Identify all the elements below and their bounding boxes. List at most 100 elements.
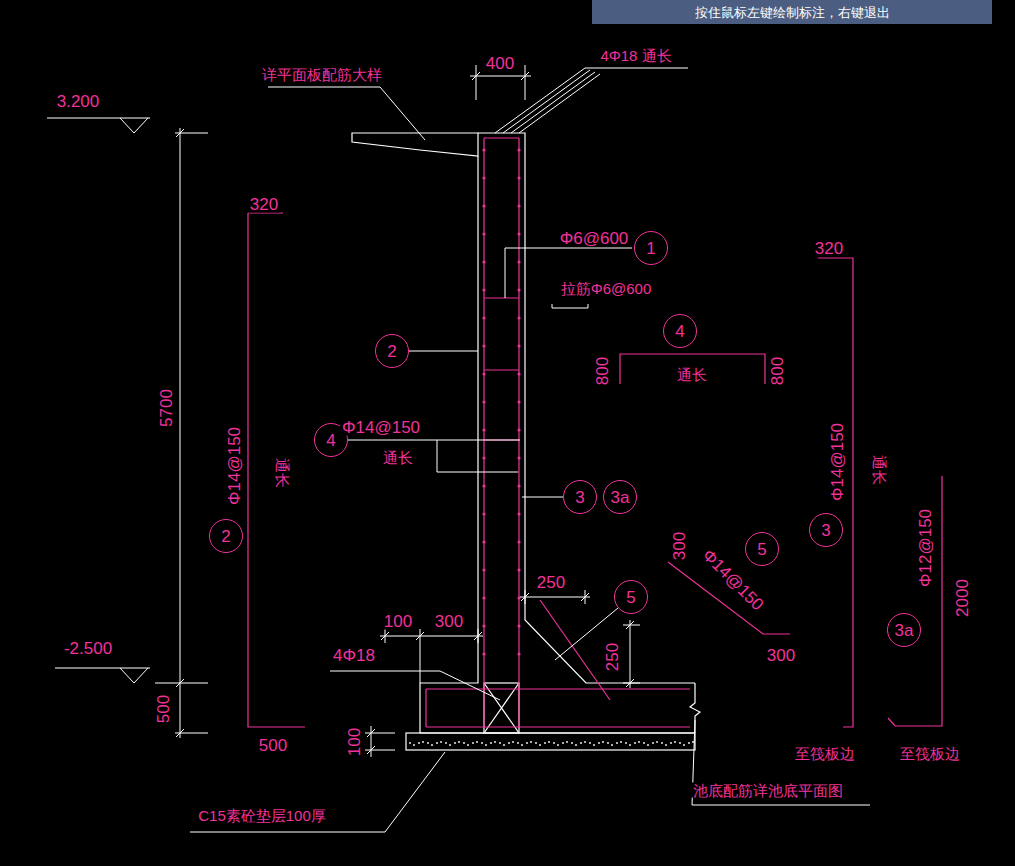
- hatch-dot: [485, 744, 487, 746]
- hatch-dot: [638, 741, 640, 743]
- hatch-dot: [665, 744, 667, 746]
- rebar-dot: [482, 148, 485, 151]
- drawing-label: C15素砼垫层100厚: [196, 808, 328, 823]
- callout-circle: 3a: [887, 613, 921, 647]
- hatch-dot: [539, 744, 541, 746]
- callout-number: 3a: [611, 489, 630, 506]
- rebar-dot: [482, 596, 485, 599]
- hatch-dot: [553, 742, 555, 744]
- hatch-dot: [413, 744, 415, 746]
- drawing-label: 拉筋Φ6@600: [559, 281, 654, 296]
- rebar-dot: [517, 540, 520, 543]
- drawing-label: Φ14@150: [829, 421, 846, 503]
- hatch-dot: [467, 744, 469, 746]
- hatch-dot: [418, 742, 420, 744]
- drawing-label: -2.500: [62, 640, 114, 657]
- hatch-dot: [670, 742, 672, 744]
- callout-number: 5: [626, 589, 635, 606]
- drawing-label: 400: [484, 55, 516, 72]
- callout-number: 4: [675, 323, 684, 340]
- concrete-outline: [352, 133, 700, 750]
- rebar-dot: [517, 400, 520, 403]
- hatch-dot: [692, 741, 694, 743]
- drawing-label: Φ6@600: [558, 230, 631, 247]
- drawing-label: 3.200: [55, 93, 102, 110]
- hatch-dot: [625, 742, 627, 744]
- drawing-label: 通长: [872, 453, 887, 487]
- rebar-dot: [482, 260, 485, 263]
- hatch-dot: [512, 741, 514, 743]
- callout-circle: 5: [614, 580, 648, 614]
- drawing-label: 100: [346, 726, 363, 758]
- drawing-label: 2000: [954, 577, 971, 619]
- hatch-dot: [643, 742, 645, 744]
- hatch-dot: [454, 742, 456, 744]
- hatch-dot: [535, 742, 537, 744]
- callout-circle: 5: [745, 532, 779, 566]
- rebar-dot: [482, 624, 485, 627]
- callout-circle: 1: [634, 231, 668, 265]
- hatch-dot: [445, 742, 447, 744]
- rebar-dot: [517, 288, 520, 291]
- rebar-dot: [517, 456, 520, 459]
- drawing-label: 通长: [275, 456, 290, 490]
- hatch-dot: [557, 744, 559, 746]
- rebar-dot: [517, 316, 520, 319]
- rebar-dot: [517, 568, 520, 571]
- rebar-dot: [482, 344, 485, 347]
- hatch-dot: [629, 744, 631, 746]
- hatch-dot: [436, 742, 438, 744]
- callout-number: 3: [575, 489, 584, 506]
- banner-text: 按住鼠标左键绘制标注，右键退出: [695, 6, 890, 19]
- hatch-dot: [688, 742, 690, 744]
- callout-number: 4: [326, 432, 335, 449]
- hatch-dot: [499, 742, 501, 744]
- hatch-dot: [476, 741, 478, 743]
- hatch-dot: [584, 741, 586, 743]
- hatch-dot: [458, 741, 460, 743]
- drawing-label: 池底配筋详池底平面图: [691, 783, 845, 798]
- drawing-label: 300: [671, 530, 688, 562]
- rebar-dot: [517, 344, 520, 347]
- drawing-label: 至筏板边: [898, 746, 962, 761]
- hatch-dot: [589, 742, 591, 744]
- rebar-dot: [482, 288, 485, 291]
- hatch-dot: [562, 742, 564, 744]
- callout-circle: 2: [209, 519, 243, 553]
- hatch-dot: [634, 742, 636, 744]
- rebar-dots: [482, 148, 520, 655]
- hatch-dot: [409, 742, 411, 744]
- rebar-dot: [517, 512, 520, 515]
- hatch-dot: [571, 742, 573, 744]
- rebar-dot: [482, 400, 485, 403]
- rebar-dot: [482, 232, 485, 235]
- callout-circle: 3a: [603, 480, 637, 514]
- rebar-dot: [517, 428, 520, 431]
- drawing-label: 320: [248, 196, 280, 213]
- hatch-dot: [521, 744, 523, 746]
- hatch-dot: [449, 744, 451, 746]
- callout-circle: 3: [563, 480, 597, 514]
- rebar-dot: [482, 204, 485, 207]
- rebar-dot: [517, 260, 520, 263]
- hatch-dot: [593, 744, 595, 746]
- hatch-dot: [472, 742, 474, 744]
- rebar-dot: [482, 568, 485, 571]
- hatch-dot: [611, 744, 613, 746]
- rebar-dot: [482, 540, 485, 543]
- hatch-dot: [440, 741, 442, 743]
- drawing-label: 300: [765, 647, 797, 664]
- hatch-dot: [494, 741, 496, 743]
- rebar: [248, 138, 942, 727]
- rebar-dot: [517, 484, 520, 487]
- hatch-dot: [530, 741, 532, 743]
- hatch-dot: [683, 744, 685, 746]
- leader-lines: [190, 68, 870, 832]
- hatch-dot: [647, 744, 649, 746]
- rebar-dot: [482, 176, 485, 179]
- hatch-dot: [674, 741, 676, 743]
- hatch-dot: [544, 742, 546, 744]
- drawing-label: 至筏板边: [793, 746, 857, 761]
- rebar-dot: [517, 652, 520, 655]
